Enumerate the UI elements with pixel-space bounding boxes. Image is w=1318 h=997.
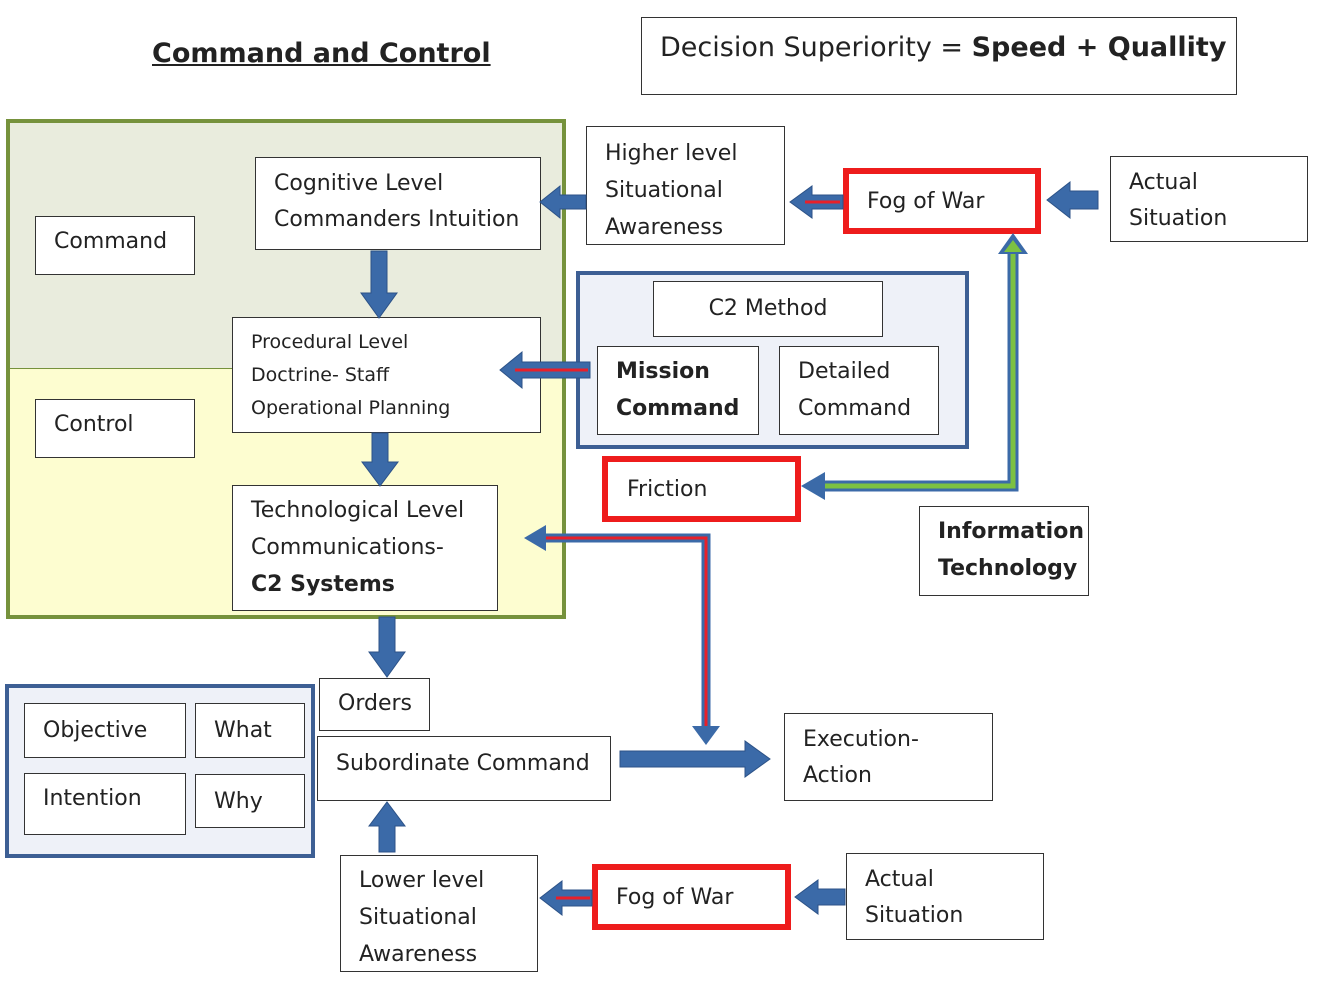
- higher-sa-line-1: Higher level: [605, 141, 738, 166]
- c2-method-title: C2 Method: [653, 281, 883, 337]
- mission-command-line-1: Mission: [616, 359, 710, 384]
- cognitive-line-2: Commanders Intuition: [274, 207, 520, 232]
- detailed-command-box: Detailed Command: [779, 346, 939, 435]
- procedural-line-1: Procedural Level: [251, 331, 409, 353]
- orders-label: Orders: [338, 691, 412, 716]
- procedural-level-box: Procedural Level Doctrine- Staff Operati…: [232, 317, 541, 433]
- information-technology-box: Information Technology: [919, 506, 1089, 596]
- information-technology-connector: [801, 233, 1028, 500]
- objective-box: Objective: [24, 703, 186, 758]
- technological-level-box: Technological Level Communications- C2 S…: [232, 485, 498, 611]
- control-label-text: Control: [54, 412, 134, 437]
- actual-situation-bottom-line-1: Actual: [865, 867, 934, 892]
- execution-action-box: Execution- Action: [784, 713, 993, 801]
- cognitive-line-1: Cognitive Level: [274, 171, 444, 196]
- c2-method-title-text: C2 Method: [708, 296, 828, 321]
- diagram-title: Command and Control: [152, 38, 491, 69]
- tech-execution-connector: [524, 525, 720, 745]
- friction-label: Friction: [627, 476, 708, 502]
- formula-emphasis: Speed + Quallity: [971, 32, 1227, 63]
- actual-situation-top: Actual Situation: [1110, 156, 1308, 242]
- arrow-lower-sa-to-subordinate: [368, 801, 406, 853]
- mission-command-line-2: Command: [616, 396, 740, 421]
- decision-superiority-formula: Decision Superiority = Speed + Quallity: [641, 17, 1237, 95]
- subordinate-command-box: Subordinate Command: [317, 736, 611, 801]
- orders-box: Orders: [319, 678, 430, 731]
- cognitive-level-box: Cognitive Level Commanders Intuition: [255, 157, 541, 250]
- friction-box: Friction: [602, 456, 801, 522]
- technological-line-3: C2 Systems: [251, 572, 395, 597]
- subordinate-command-label: Subordinate Command: [336, 751, 590, 776]
- procedural-line-2: Doctrine- Staff: [251, 364, 390, 386]
- actual-situation-top-line-1: Actual: [1129, 170, 1198, 195]
- command-label-text: Command: [54, 229, 168, 254]
- why-box: Why: [195, 774, 305, 828]
- procedural-line-3: Operational Planning: [251, 397, 451, 419]
- technological-line-2: Communications-: [251, 535, 444, 560]
- what-box: What: [195, 703, 305, 758]
- arrow-cognitive-to-procedural: [360, 250, 398, 319]
- information-technology-line-1: Information: [938, 519, 1084, 544]
- lower-level-situational-awareness: Lower level Situational Awareness: [340, 855, 538, 972]
- actual-situation-bottom: Actual Situation: [846, 853, 1044, 940]
- arrow-subordinate-to-execution: [619, 740, 771, 778]
- arrow-actual-top-to-fog-top: [1046, 180, 1099, 220]
- arrow-higher-sa-to-cognitive: [539, 184, 587, 220]
- detailed-command-line-2: Command: [798, 396, 912, 421]
- actual-situation-top-line-2: Situation: [1129, 206, 1228, 231]
- arrow-actual-bottom-to-fog-bottom: [794, 879, 846, 915]
- formula-prefix: Decision Superiority =: [660, 32, 972, 63]
- higher-sa-line-2: Situational: [605, 178, 723, 203]
- lower-sa-line-3: Awareness: [359, 942, 478, 967]
- control-label: Control: [35, 399, 195, 458]
- fog-of-war-top: Fog of War: [843, 168, 1041, 234]
- execution-action-line-2: Action: [803, 763, 872, 788]
- fog-of-war-bottom-label: Fog of War: [616, 884, 734, 910]
- arrow-procedural-to-technological: [361, 432, 399, 487]
- lower-sa-line-1: Lower level: [359, 868, 485, 893]
- fog-of-war-top-label: Fog of War: [867, 188, 985, 214]
- intention-label: Intention: [43, 786, 142, 811]
- why-label: Why: [214, 789, 263, 814]
- command-label: Command: [35, 216, 195, 275]
- higher-level-situational-awareness: Higher level Situational Awareness: [586, 126, 785, 245]
- information-technology-line-2: Technology: [938, 556, 1078, 581]
- execution-action-line-1: Execution-: [803, 727, 919, 752]
- objective-label: Objective: [43, 718, 148, 743]
- technological-line-1: Technological Level: [251, 498, 465, 523]
- arrow-technological-to-orders: [368, 616, 406, 678]
- higher-sa-line-3: Awareness: [605, 215, 724, 240]
- actual-situation-bottom-line-2: Situation: [865, 903, 964, 928]
- mission-command-box: Mission Command: [597, 346, 759, 435]
- lower-sa-line-2: Situational: [359, 905, 477, 930]
- what-label: What: [214, 718, 272, 743]
- intention-box: Intention: [24, 773, 186, 835]
- fog-of-war-bottom: Fog of War: [592, 864, 791, 930]
- detailed-command-line-1: Detailed: [798, 359, 891, 384]
